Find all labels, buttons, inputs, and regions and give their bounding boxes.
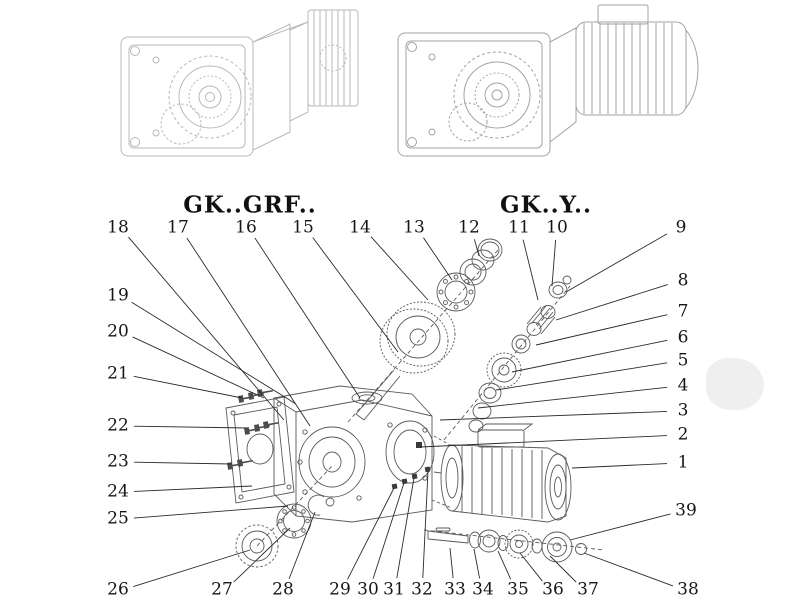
leader-line-38 bbox=[583, 552, 674, 587]
leader-line-26 bbox=[133, 549, 251, 587]
part-number-33: 33 bbox=[444, 579, 466, 600]
part-number-32: 32 bbox=[411, 579, 433, 600]
leader-line-34 bbox=[473, 548, 481, 579]
part-number-13: 13 bbox=[403, 217, 425, 238]
cover-bolts bbox=[226, 389, 279, 470]
part-number-17: 17 bbox=[167, 217, 189, 238]
part-number-3: 3 bbox=[677, 400, 689, 421]
leader-line-30 bbox=[372, 482, 405, 579]
leader-line-15 bbox=[312, 237, 399, 353]
bottom-left-bearing-parts bbox=[235, 465, 335, 568]
leader-line-17 bbox=[186, 237, 311, 427]
leader-line-35 bbox=[497, 550, 512, 580]
leader-line-11 bbox=[522, 239, 539, 301]
leader-line-25 bbox=[133, 505, 289, 519]
leader-line-5 bbox=[495, 362, 668, 391]
part-number-8: 8 bbox=[677, 270, 689, 291]
part-number-7: 7 bbox=[677, 301, 689, 322]
leader-line-29 bbox=[347, 487, 395, 580]
part-number-10: 10 bbox=[546, 217, 568, 238]
part-number-37: 37 bbox=[577, 579, 599, 600]
part-number-30: 30 bbox=[357, 579, 379, 600]
part-number-23: 23 bbox=[107, 451, 129, 472]
output-gear-assembly bbox=[347, 238, 503, 423]
part-number-31: 31 bbox=[383, 579, 405, 600]
leader-line-20 bbox=[132, 336, 265, 399]
part-number-15: 15 bbox=[292, 217, 314, 238]
leader-line-36 bbox=[519, 552, 543, 582]
part-number-26: 26 bbox=[107, 579, 129, 600]
part-number-28: 28 bbox=[272, 579, 294, 600]
part-number-22: 22 bbox=[107, 415, 129, 436]
part-number-19: 19 bbox=[107, 285, 129, 306]
leader-line-12 bbox=[473, 239, 480, 257]
gear-housing bbox=[273, 385, 435, 523]
leader-line-23 bbox=[133, 461, 232, 465]
leader-line-22 bbox=[133, 425, 249, 429]
leader-line-16 bbox=[254, 237, 361, 399]
leader-line-27 bbox=[233, 527, 291, 583]
part-number-24: 24 bbox=[107, 481, 129, 502]
leader-line-2 bbox=[419, 435, 668, 448]
leader-line-4 bbox=[477, 386, 668, 409]
part-number-6: 6 bbox=[677, 327, 689, 348]
part-number-36: 36 bbox=[542, 579, 564, 600]
leader-line-24 bbox=[133, 485, 253, 492]
input-pinion-assembly bbox=[443, 275, 572, 441]
leader-line-37 bbox=[549, 555, 577, 583]
part-number-18: 18 bbox=[107, 217, 129, 238]
part-number-35: 35 bbox=[507, 579, 529, 600]
leader-line-1 bbox=[571, 463, 668, 469]
part-number-21: 21 bbox=[107, 363, 129, 384]
part-number-11: 11 bbox=[508, 217, 530, 238]
model-label-gk-y: GK..Y.. bbox=[499, 191, 593, 219]
leader-line-33 bbox=[449, 547, 454, 579]
y-unit-drawing bbox=[397, 4, 699, 157]
part-number-1: 1 bbox=[677, 452, 689, 473]
part-number-29: 29 bbox=[329, 579, 351, 600]
watermark bbox=[706, 358, 764, 410]
leader-line-6 bbox=[511, 339, 668, 373]
leader-line-31 bbox=[396, 477, 415, 579]
part-number-14: 14 bbox=[349, 217, 371, 238]
leader-line-19 bbox=[131, 301, 297, 405]
part-number-12: 12 bbox=[458, 217, 480, 238]
part-number-16: 16 bbox=[235, 217, 257, 238]
leader-line-8 bbox=[555, 284, 668, 321]
leader-line-28 bbox=[288, 511, 316, 580]
leader-line-39 bbox=[569, 513, 671, 541]
leader-line-21 bbox=[133, 375, 243, 399]
part-number-34: 34 bbox=[472, 579, 494, 600]
leader-line-18 bbox=[128, 236, 285, 421]
leader-line-7 bbox=[535, 314, 668, 346]
leader-line-14 bbox=[370, 236, 429, 301]
part-number-38: 38 bbox=[677, 579, 699, 600]
part-number-5: 5 bbox=[677, 350, 689, 371]
part-number-4: 4 bbox=[677, 375, 689, 396]
part-number-27: 27 bbox=[211, 579, 233, 600]
leader-line-32 bbox=[422, 470, 429, 579]
part-number-20: 20 bbox=[107, 321, 129, 342]
part-number-39: 39 bbox=[675, 500, 697, 521]
part-number-25: 25 bbox=[107, 508, 129, 529]
part-number-2: 2 bbox=[677, 424, 689, 445]
leader-line-9 bbox=[565, 233, 668, 293]
grf-unit-drawing bbox=[120, 9, 359, 157]
flange-bolt-squares bbox=[391, 466, 431, 490]
bottom-shaft-assembly bbox=[423, 527, 605, 563]
leader-line-3 bbox=[439, 410, 668, 421]
leader-line-13 bbox=[423, 237, 453, 281]
part-number-9: 9 bbox=[675, 217, 687, 238]
leader-line-10 bbox=[551, 239, 557, 287]
motor-assembly bbox=[416, 423, 572, 523]
model-label-gk-grf: GK..GRF.. bbox=[183, 191, 317, 219]
